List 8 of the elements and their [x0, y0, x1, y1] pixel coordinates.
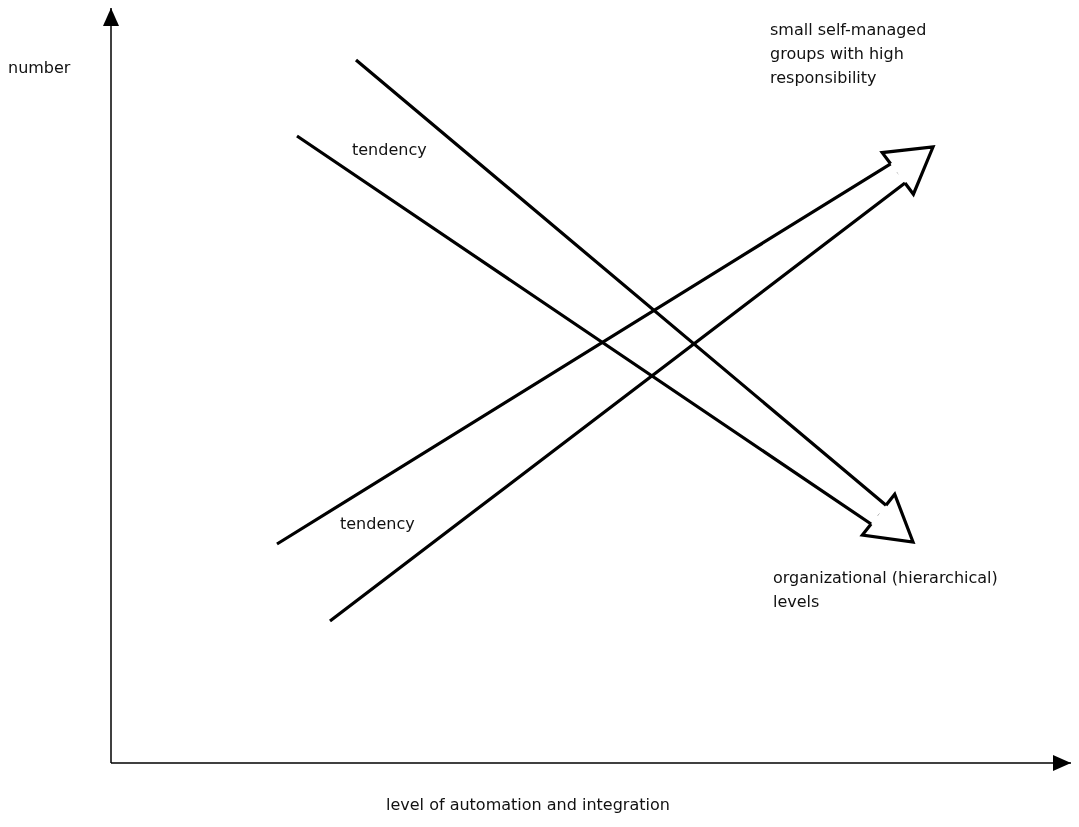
broad-arrow [275, 145, 935, 623]
node-label: organizational (hierarchical) levels [773, 567, 999, 613]
edge-label: tendency [350, 140, 429, 160]
axis-title: level of automation and integration [386, 795, 670, 815]
axis-label: number [8, 58, 71, 78]
broad-arrow [295, 58, 915, 544]
edge-label: tendency [338, 514, 417, 534]
node-label: small self-managed groups with high responsibility [770, 19, 928, 89]
